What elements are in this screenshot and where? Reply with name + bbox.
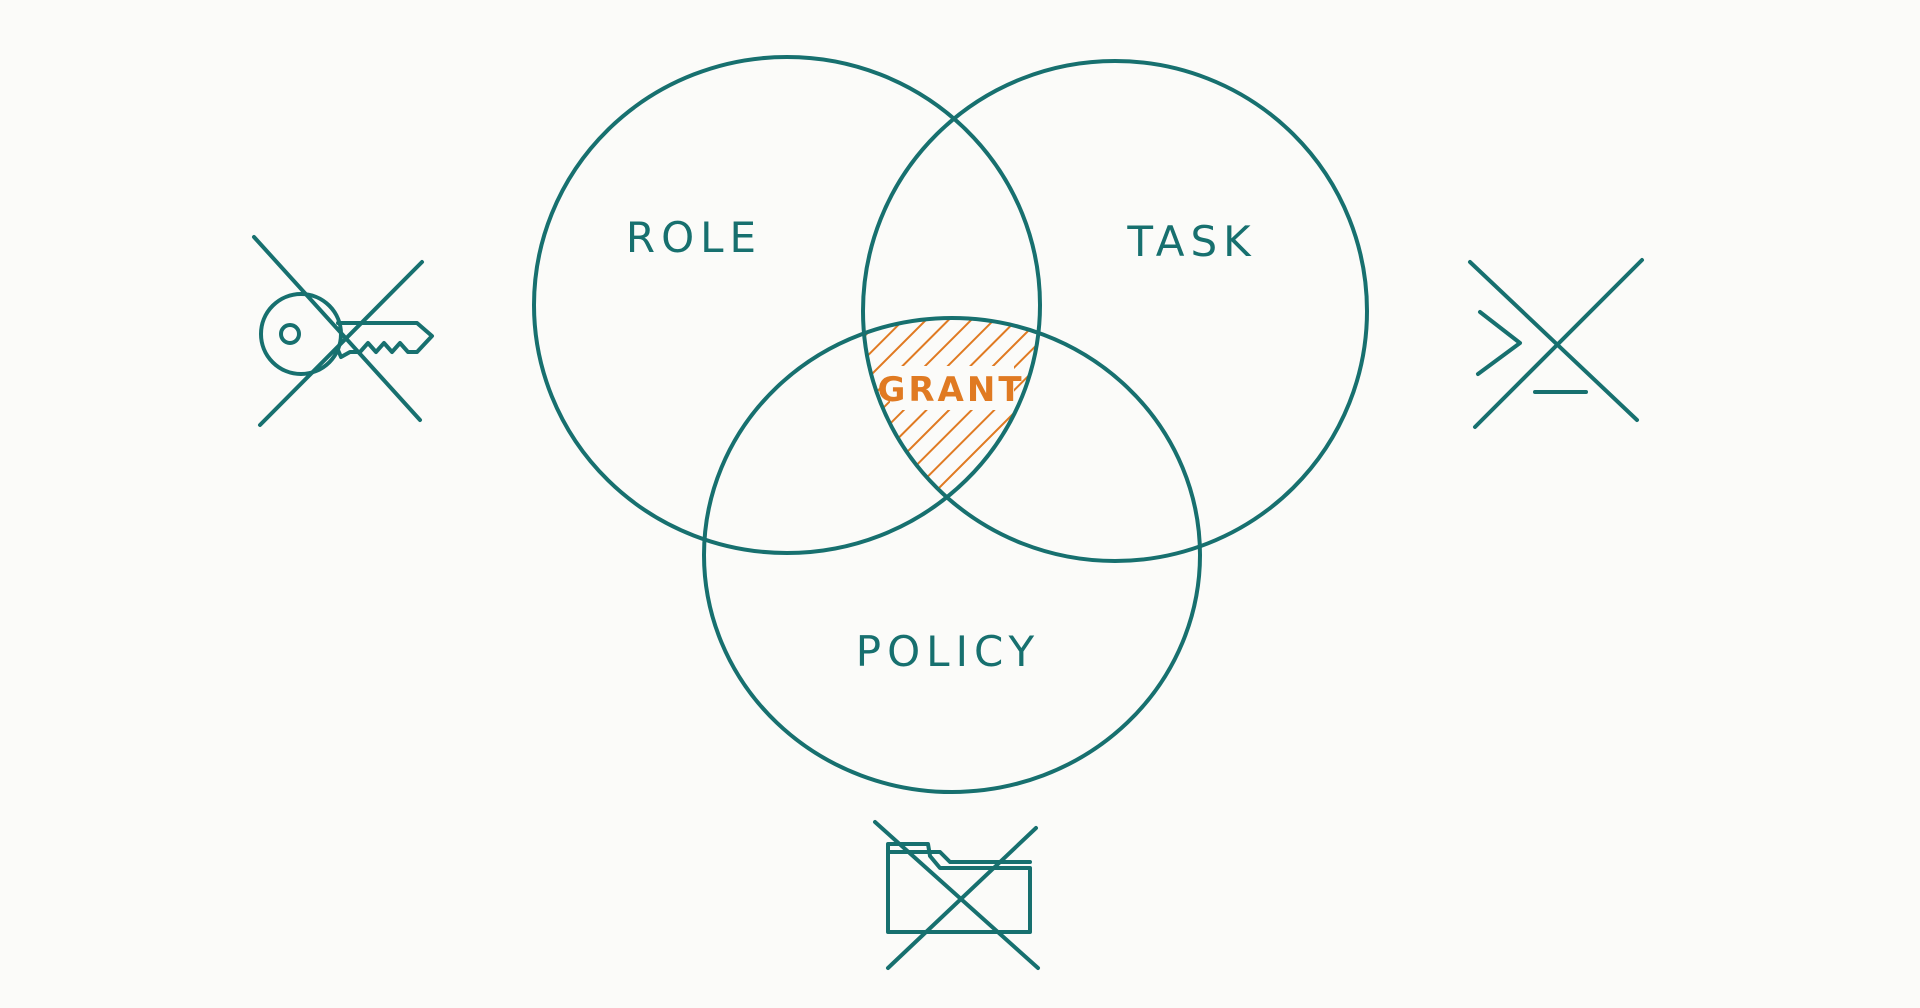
task-circle	[861, 59, 1369, 563]
grant-label-background	[890, 366, 1014, 410]
policy-circle	[702, 316, 1202, 794]
role-circle	[532, 55, 1042, 555]
terminal-prompt-icon	[1468, 258, 1644, 429]
folder-icon	[873, 820, 1040, 970]
task-label: TASK	[1126, 217, 1256, 266]
grant-label: GRANT	[877, 370, 1024, 410]
policy-label: POLICY	[856, 627, 1040, 676]
key-icon	[252, 235, 434, 427]
role-label: ROLE	[626, 213, 762, 262]
